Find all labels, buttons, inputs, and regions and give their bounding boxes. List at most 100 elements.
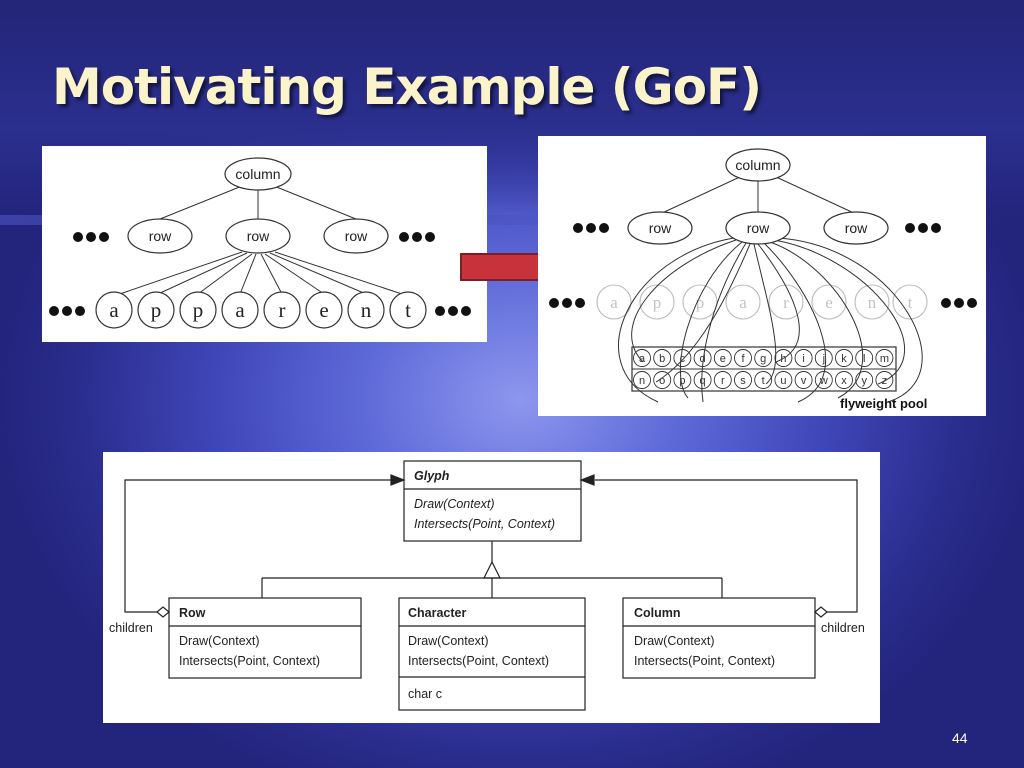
glyph-class-box <box>403 460 582 542</box>
aggregation-diamond <box>156 606 170 618</box>
ghost-letter-label: t <box>908 293 913 312</box>
children-label-left: children <box>109 621 153 635</box>
pool-cell <box>633 349 651 367</box>
pool-letter: a <box>639 353 646 365</box>
ghost-letter-node <box>682 284 718 320</box>
column-op-draw: Draw(Context) <box>634 634 715 648</box>
ghost-letter-label: p <box>696 293 705 312</box>
row-class-box <box>168 597 362 679</box>
ghost-letter-node <box>892 284 928 320</box>
letter-label: a <box>235 298 245 322</box>
pool-cell <box>774 371 793 389</box>
pool-cell <box>653 371 672 389</box>
pool-letter: o <box>659 375 665 387</box>
pool-cell <box>814 349 833 367</box>
letter-node <box>263 291 301 329</box>
letter-node <box>221 291 259 329</box>
slide-title: Motivating Example (GoF) <box>52 58 762 116</box>
pool-cell <box>875 371 894 389</box>
pool-letter: s <box>740 375 746 387</box>
pool-letter: g <box>760 353 766 365</box>
ghost-letter-label: a <box>610 293 618 312</box>
letter-node <box>347 291 385 329</box>
pool-cell <box>734 349 752 367</box>
row-label: row <box>845 220 868 236</box>
ghost-letter-label: n <box>868 293 877 312</box>
pool-letter: m <box>880 353 889 365</box>
letter-node <box>389 291 427 329</box>
character-tree-diagram: column row row row a p p a r e n t <box>42 146 487 342</box>
glyph-op-intersects: Intersects(Point, Context) <box>414 517 555 531</box>
letter-node <box>95 291 133 329</box>
pool-letter: f <box>741 353 745 365</box>
letter-label: t <box>405 298 411 322</box>
row-label: row <box>345 228 368 244</box>
row-class-name: Row <box>179 606 206 620</box>
pool-cell <box>835 349 853 367</box>
pool-letter: y <box>861 375 867 387</box>
row-label: row <box>747 220 770 236</box>
character-op-draw: Draw(Context) <box>408 634 489 648</box>
pool-letter: w <box>819 375 828 387</box>
pool-letter: t <box>762 375 765 387</box>
pool-letter: q <box>700 375 706 387</box>
ghost-letter-label: e <box>825 293 833 312</box>
ghost-letter-node <box>639 284 675 320</box>
character-class-box <box>398 597 586 711</box>
pool-letter: j <box>822 353 825 365</box>
glyph-op-draw: Draw(Context) <box>414 497 495 511</box>
pool-cell <box>754 349 773 367</box>
row-label: row <box>149 228 172 244</box>
letter-node <box>305 291 343 329</box>
letter-label: p <box>193 298 204 322</box>
column-op-intersects: Intersects(Point, Context) <box>634 654 775 668</box>
reference-curves <box>618 237 923 403</box>
pool-letter: x <box>841 375 847 387</box>
ghost-letter-node <box>725 284 761 320</box>
column-node <box>224 157 292 191</box>
row-label: row <box>649 220 672 236</box>
letter-label: a <box>109 298 119 322</box>
ghost-letter-node <box>854 284 890 320</box>
letter-node <box>137 291 175 329</box>
pool-cell <box>754 371 773 389</box>
pool-letter: n <box>639 375 645 387</box>
aggregation-diamond <box>814 606 828 618</box>
glyph-class-name: Glyph <box>414 469 450 483</box>
arrowhead <box>579 474 595 486</box>
row-node <box>627 211 693 245</box>
row-label: row <box>247 228 270 244</box>
letter-label: r <box>279 298 286 322</box>
ellipsis-dots <box>49 232 471 316</box>
character-attr: char c <box>408 687 442 701</box>
pool-letter: k <box>841 353 847 365</box>
pool-cell <box>794 371 813 389</box>
page-number: 44 <box>952 730 968 746</box>
column-class-name: Column <box>634 606 681 620</box>
character-class-name: Character <box>408 606 466 620</box>
column-class-box <box>622 597 816 679</box>
ghost-letter-node <box>596 284 632 320</box>
row-node <box>127 218 193 254</box>
flyweight-pool-label: flyweight pool <box>840 396 927 411</box>
pool-cell <box>855 371 874 389</box>
ellipsis-dots <box>549 223 977 308</box>
children-label-right: children <box>821 621 865 635</box>
pool-letter: d <box>700 353 706 365</box>
pool-cell <box>794 349 813 367</box>
uml-class-diagram: Glyph Draw(Context) Intersects(Point, Co… <box>103 452 880 723</box>
row-op-draw: Draw(Context) <box>179 634 260 648</box>
pool-cell <box>875 349 894 367</box>
character-op-intersects: Intersects(Point, Context) <box>408 654 549 668</box>
column-label: column <box>735 157 780 173</box>
pool-letter: l <box>863 353 865 365</box>
ghost-letter-node <box>768 284 804 320</box>
ghost-letter-label: p <box>653 293 662 312</box>
letter-label: e <box>319 298 328 322</box>
row-node <box>725 211 791 245</box>
inheritance-triangle <box>483 560 501 579</box>
column-label: column <box>235 166 280 182</box>
letter-label: p <box>151 298 162 322</box>
pool-cell <box>734 371 752 389</box>
